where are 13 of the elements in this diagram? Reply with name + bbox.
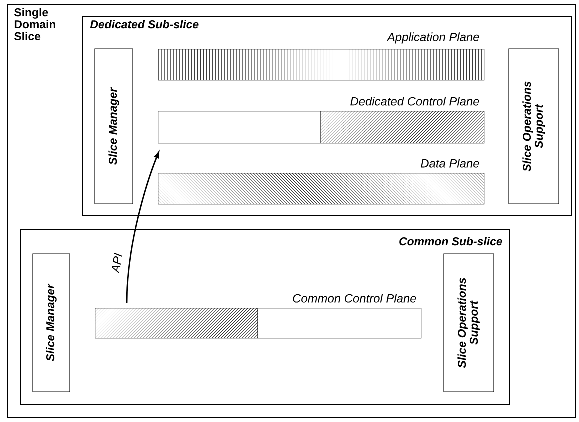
plane-label: Common Control Plane — [293, 294, 416, 303]
plane-label: Data Plane — [421, 159, 480, 168]
panel-title: Single Domain Slice — [14, 8, 56, 41]
function-box: Slice Operations Support — [444, 254, 494, 392]
plane-label: Application Plane — [386, 32, 480, 44]
plane-label: Dedicated Control Plane — [350, 97, 480, 106]
function-box: Slice Manager — [32, 254, 70, 392]
function-box: Slice Manager — [94, 48, 134, 204]
arrow — [126, 152, 160, 304]
panel-title: Dedicated Sub-slice — [90, 20, 199, 29]
edge-label: API — [110, 252, 124, 274]
function-box: Slice Operations Support — [508, 48, 560, 204]
panel-title: Common Sub-slice — [400, 237, 502, 246]
